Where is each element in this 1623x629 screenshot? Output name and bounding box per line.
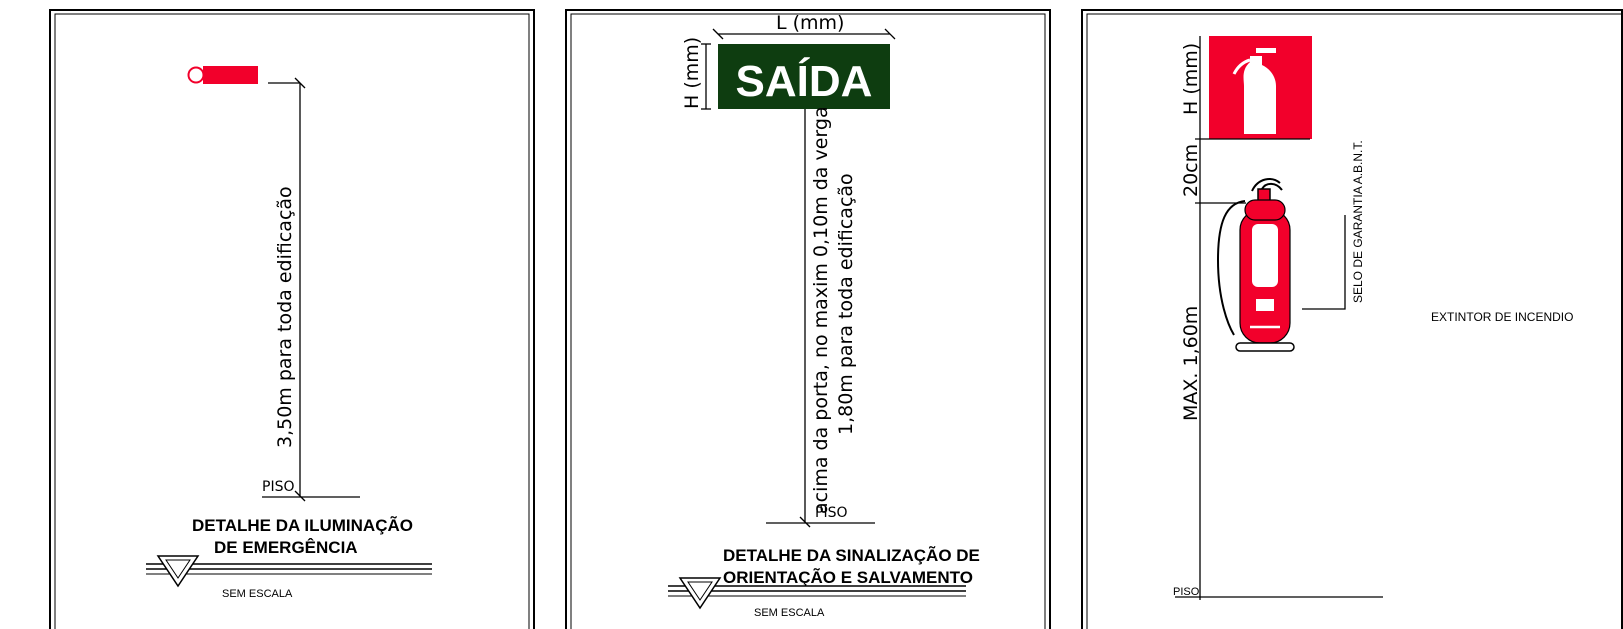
gap-label: 20cm — [1180, 144, 1202, 197]
panel3-frame-outer — [1081, 9, 1623, 629]
section-marker-icon — [146, 555, 432, 588]
sign-height-label: H (mm) — [1180, 43, 1202, 115]
emergency-light-icon — [187, 66, 258, 84]
panel-exit-signage: L (mm) H (mm) SAÍDA acima da porta, no m… — [565, 9, 1051, 629]
vertical-text-1: acima da porta, no maxim 0,10m da verga — [810, 106, 832, 514]
panel-emergency-lighting: 3,50m para toda edificação PISO DETALHE … — [49, 9, 535, 629]
extinguisher-sign-icon — [1209, 36, 1312, 139]
seal-leader-line — [1302, 215, 1346, 310]
exit-sign — [718, 44, 890, 109]
title-line-2: DE EMERGÊNCIA — [214, 538, 358, 557]
scale-label: SEM ESCALA — [222, 588, 293, 600]
panel1-frame-outer — [49, 9, 535, 629]
panel3-frame-inner — [1086, 13, 1623, 629]
title-line-1: DETALHE DA ILUMINAÇÃO — [192, 515, 413, 535]
panel1-frame-inner — [54, 13, 530, 629]
exit-sign-text: SAÍDA — [736, 56, 873, 106]
title-line-2: ORIENTAÇÃO E SALVAMENTO — [723, 567, 973, 587]
floor-label: PISO — [262, 479, 294, 495]
title-line-1: DETALHE DA SINALIZAÇÃO DE — [723, 545, 980, 565]
seal-label: SELO DE GARANTIA A.B.N.T. — [1351, 140, 1365, 303]
max-height-label: MAX. 1,60m — [1180, 306, 1202, 421]
extinguisher-label: EXTINTOR DE INCENDIO — [1431, 310, 1573, 324]
panel2-frame-outer — [565, 9, 1051, 629]
fire-extinguisher-icon — [1216, 178, 1295, 352]
floor-label: PISO — [815, 505, 847, 521]
section-marker-icon — [668, 577, 966, 610]
panel-fire-extinguisher: H (mm) 20cm MAX. 1,60m SELO DE GARANTIA … — [1081, 9, 1623, 629]
scale-label: SEM ESCALA — [754, 607, 825, 619]
vertical-text-2: 1,80m para toda edificação — [835, 173, 857, 435]
height-text: 3,50m para toda edificação — [274, 186, 296, 448]
floor-label: PISO — [1173, 586, 1200, 598]
width-label: L (mm) — [776, 12, 844, 34]
sign-height-label: H (mm) — [681, 37, 703, 109]
panel2-frame-inner — [570, 13, 1046, 629]
